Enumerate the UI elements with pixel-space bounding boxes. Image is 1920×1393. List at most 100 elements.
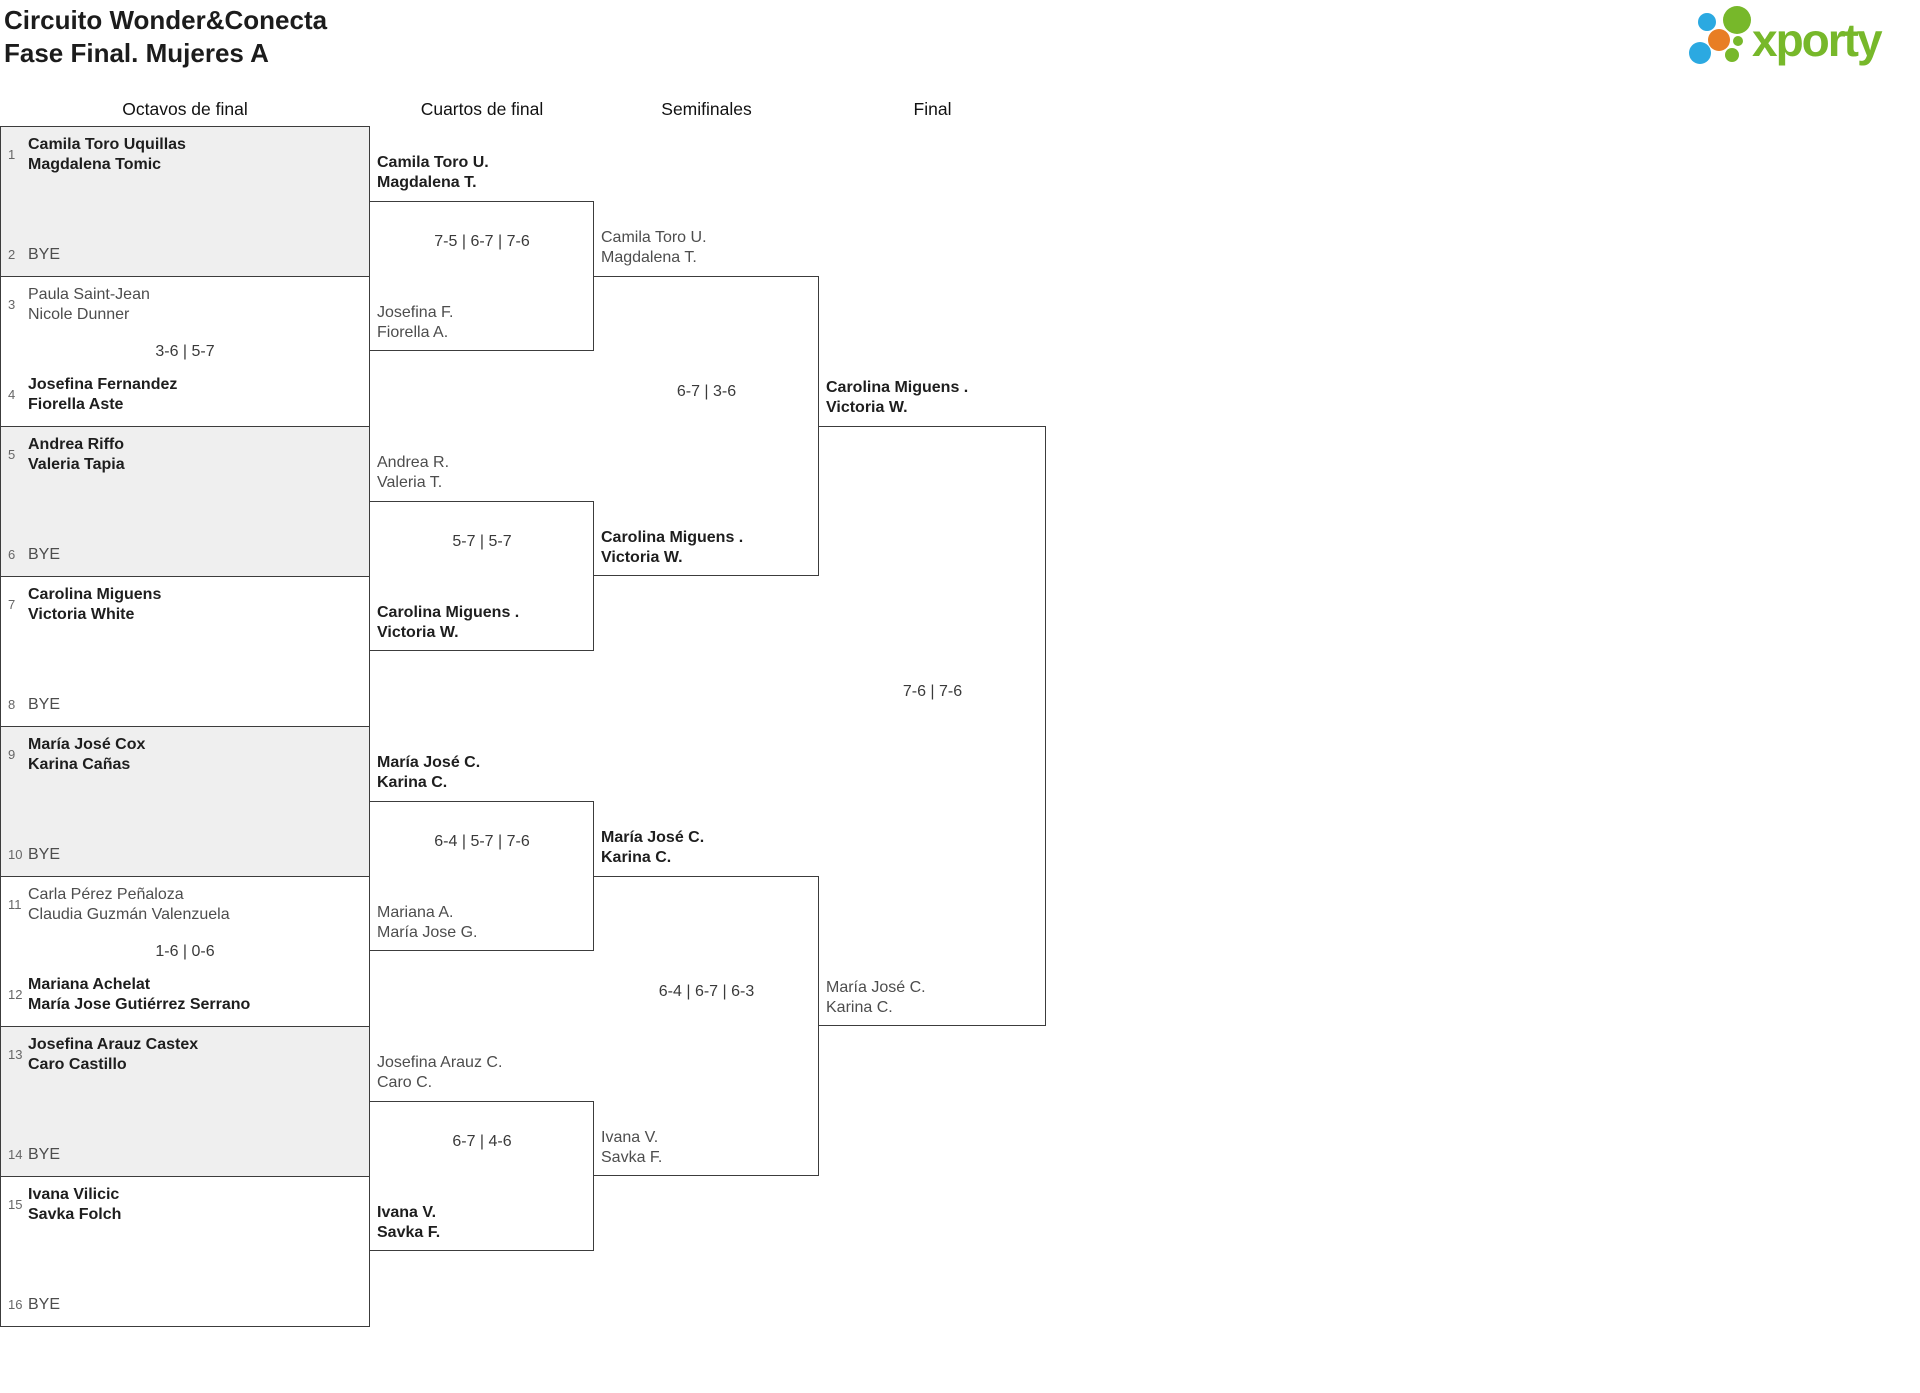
seed-number: 16 <box>8 1296 23 1312</box>
seed-number: 3 <box>8 297 16 312</box>
page-title: Circuito Wonder&Conecta Fase Final. Muje… <box>4 4 327 70</box>
seed-number: 7 <box>8 597 16 612</box>
qf2-bottom-team: Carolina Miguens .Victoria W. <box>377 604 520 641</box>
logo-dot-green-tiny <box>1733 36 1743 46</box>
seed-number: 9 <box>8 747 16 762</box>
final-score: 7-6 | 7-6 <box>902 683 963 700</box>
qf3-score: 6-4 | 5-7 | 7-6 <box>434 833 530 850</box>
qf2-top-team: Andrea R.Valeria T. <box>377 454 450 491</box>
qf3-bottom-team: Mariana A.María Jose G. <box>377 904 478 941</box>
seed-number: 4 <box>8 387 16 402</box>
match-score <box>1 1092 369 1112</box>
team-name: BYE <box>28 245 61 263</box>
qf4-bottom-team: Ivana V.Savka F. <box>377 1204 441 1241</box>
match-score: 3-6 | 5-7 <box>155 342 215 360</box>
logo-wordmark: xporty <box>1752 14 1883 66</box>
team-name: BYE <box>28 1295 61 1313</box>
qf1-bottom-team: Josefina F.Fiorella A. <box>377 304 454 341</box>
seed-number: 13 <box>8 1047 23 1062</box>
match-score <box>1 192 369 212</box>
round-header-cuartos: Cuartos de final <box>420 99 544 119</box>
sf1-top-team: Camila Toro U.Magdalena T. <box>601 229 707 266</box>
qf-match-box-2 <box>370 501 594 651</box>
qf-match-box-4 <box>370 1101 594 1251</box>
team-slot: 6 BYE <box>1 545 369 565</box>
match-score: 1-6 | 0-6 <box>155 942 215 960</box>
logo-dot-blue-small <box>1698 13 1716 31</box>
sf1-bottom-team: Carolina Miguens .Victoria W. <box>601 529 744 566</box>
team-name: BYE <box>28 545 61 563</box>
seed-number: 11 <box>8 897 22 912</box>
qf1-top-team: Camila Toro U.Magdalena T. <box>377 154 489 191</box>
xporty-logo: xporty <box>1688 4 1920 76</box>
qf2-score: 5-7 | 5-7 <box>452 533 512 550</box>
seed-number: 5 <box>8 447 16 462</box>
seed-number: 15 <box>8 1197 23 1212</box>
match-score <box>1 492 369 512</box>
phase-name: Fase Final. Mujeres A <box>4 38 269 68</box>
team-slot: 10 BYE <box>1 845 369 865</box>
logo-dot-blue-large <box>1689 42 1711 64</box>
sf-match-box-1 <box>594 276 819 576</box>
sf-match-box-2 <box>594 876 819 1176</box>
seed-number: 12 <box>8 987 23 1002</box>
qf4-score: 6-7 | 4-6 <box>452 1133 512 1150</box>
seed-number: 6 <box>8 546 16 562</box>
match-score <box>1 792 369 812</box>
final-top-team: Carolina Miguens .Victoria W. <box>826 379 969 416</box>
team-slot: 14 BYE <box>1 1145 369 1165</box>
team-name: BYE <box>28 1145 61 1163</box>
sf2-bottom-team: Ivana V.Savka F. <box>601 1129 663 1166</box>
team-slot: 8 BYE <box>1 695 369 715</box>
team-slot: 2 BYE <box>1 245 369 265</box>
final-match-box <box>819 426 1046 1026</box>
qf-match-box-1 <box>370 201 594 351</box>
logo-dot-green-small <box>1725 48 1739 62</box>
sf2-top-team: María José C.Karina C. <box>601 829 705 866</box>
match-score <box>1 1242 369 1262</box>
tournament-name: Circuito Wonder&Conecta <box>4 5 328 35</box>
round-header-octavos: Octavos de final <box>122 99 248 119</box>
team-name: BYE <box>28 695 61 713</box>
qf1-score: 7-5 | 6-7 | 7-6 <box>434 233 530 250</box>
seed-number: 8 <box>8 696 16 712</box>
seed-number: 14 <box>8 1146 23 1162</box>
seed-number: 1 <box>8 147 16 162</box>
round-header-final: Final <box>913 99 952 119</box>
final-bottom-team: María José C.Karina C. <box>826 979 926 1016</box>
logo-dot-green-large <box>1723 6 1751 34</box>
qf-match-box-3 <box>370 801 594 951</box>
sf1-score: 6-7 | 3-6 <box>676 383 737 400</box>
sf2-score: 6-4 | 6-7 | 6-3 <box>658 983 755 1000</box>
qf3-top-team: María José C.Karina C. <box>377 754 481 791</box>
logo-dot-orange <box>1708 29 1730 51</box>
team-slot: 16 BYE <box>1 1295 369 1315</box>
seed-number: 2 <box>8 246 16 262</box>
match-score <box>1 642 369 662</box>
